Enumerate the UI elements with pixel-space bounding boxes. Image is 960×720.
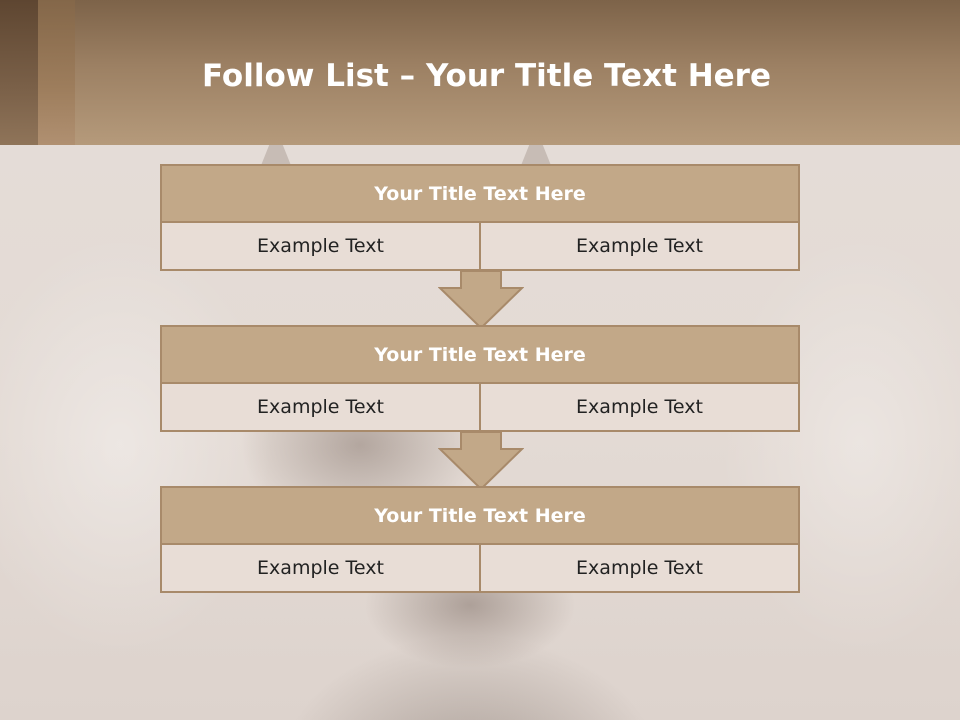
- down-arrow-icon: [438, 270, 524, 330]
- header-accent-block-2: [38, 0, 75, 145]
- flow-box-title: Your Title Text Here: [162, 166, 798, 223]
- flow-cell-right: Example Text: [479, 223, 798, 269]
- flow-cell-left: Example Text: [257, 235, 384, 257]
- flow-box-body: Example Text Example Text: [162, 223, 798, 269]
- flow-cell-right: Example Text: [479, 545, 798, 591]
- flow-cell-right: Example Text: [479, 384, 798, 430]
- flow-box-body: Example Text Example Text: [162, 545, 798, 591]
- flow-box-2: Your Title Text Here Example Text Exampl…: [160, 325, 800, 432]
- flow-box-title: Your Title Text Here: [162, 327, 798, 384]
- header-band: Follow List – Your Title Text Here: [0, 0, 960, 145]
- header-accent-block: [0, 0, 38, 145]
- slide-title-bold: Follow List: [202, 58, 389, 94]
- down-arrow-icon: [438, 431, 524, 491]
- flow-box-title: Your Title Text Here: [162, 488, 798, 545]
- flow-cell-left: Example Text: [257, 396, 384, 418]
- flow-box-3: Your Title Text Here Example Text Exampl…: [160, 486, 800, 593]
- flow-cell-left: Example Text: [257, 557, 384, 579]
- slide-title-rest: – Your Title Text Here: [388, 58, 771, 94]
- flow-box-body: Example Text Example Text: [162, 384, 798, 430]
- flow-box-1: Your Title Text Here Example Text Exampl…: [160, 164, 800, 271]
- slide-title: Follow List – Your Title Text Here: [202, 52, 771, 100]
